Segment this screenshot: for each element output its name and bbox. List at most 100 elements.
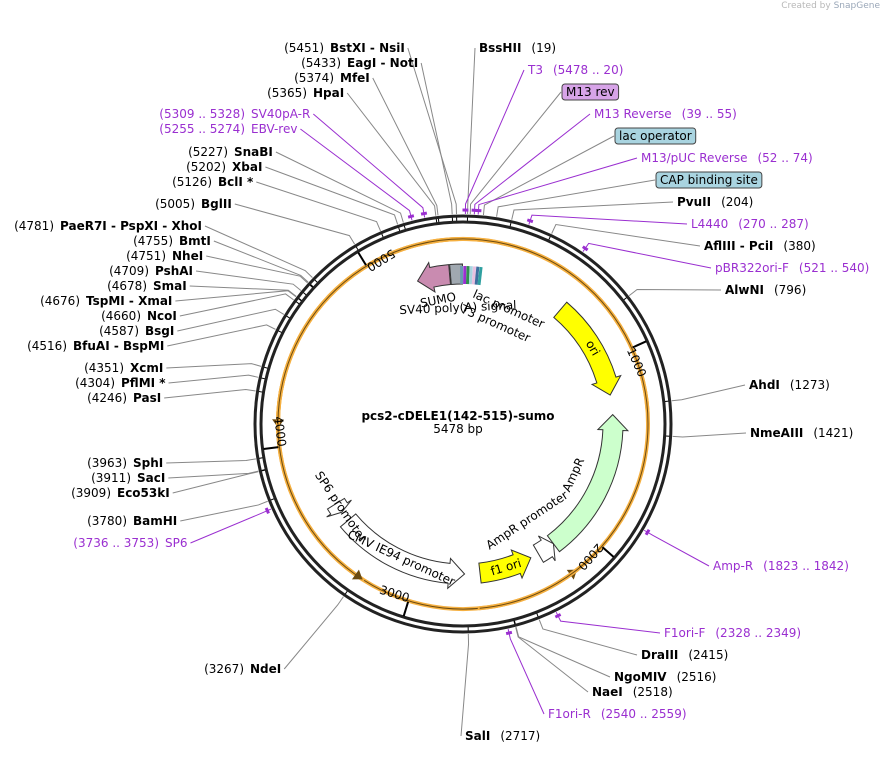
site-name: XbaI xyxy=(232,160,262,174)
site-label[interactable]: L4440(270 .. 287) xyxy=(691,217,809,231)
site-name: TspMI - XmaI xyxy=(86,294,172,308)
site-label[interactable]: Amp-R(1823 .. 1842) xyxy=(713,559,849,573)
site-name: PaeR7I - PspXI - XhoI xyxy=(60,219,202,233)
site-position: (3909) xyxy=(71,486,111,500)
leader-line xyxy=(180,500,268,522)
site-label[interactable]: SalI(2717) xyxy=(465,729,540,743)
site-label[interactable]: CAP binding site xyxy=(655,171,763,189)
site-name: pBR322ori-F xyxy=(715,261,789,275)
site-name: F1ori-R xyxy=(548,707,591,721)
site-name: CAP binding site xyxy=(660,173,758,187)
feature-sp6-promoter xyxy=(326,497,352,518)
site-label[interactable]: (3736 .. 3753)SP6 xyxy=(73,536,187,550)
site-label[interactable]: (4660)NcoI xyxy=(101,309,177,323)
plasmid-length: 5478 bp xyxy=(433,422,483,436)
site-label[interactable]: AhdI(1273) xyxy=(749,378,830,392)
site-position: (5005) xyxy=(155,197,195,211)
site-label[interactable]: (4678)SmaI xyxy=(107,279,187,293)
site-name: AlwNI xyxy=(725,283,764,297)
label-lines xyxy=(164,47,747,737)
site-name: lac operator xyxy=(619,129,692,143)
site-position: (5227) xyxy=(188,145,228,159)
site-name: NmeAIII xyxy=(750,426,803,440)
feature-label-sumo: SUMO xyxy=(419,290,457,311)
site-position: (19) xyxy=(531,41,556,55)
site-label[interactable]: lac operator xyxy=(614,127,697,145)
site-position: (796) xyxy=(774,283,806,297)
site-label[interactable]: (3780)BamHI xyxy=(87,514,177,528)
site-position: (2516) xyxy=(677,670,717,684)
site-label[interactable]: AlwNI (796) xyxy=(725,283,806,297)
site-label[interactable]: (5005)BglII xyxy=(155,197,232,211)
site-label[interactable]: NgoMIV (2516) xyxy=(614,670,716,684)
site-name: BclI * xyxy=(218,175,254,189)
plasmid-name: pcs2-cDELE1(142-515)-sumo xyxy=(361,409,554,423)
site-name: L4440 xyxy=(691,217,728,231)
site-name: Eco53kI xyxy=(117,486,170,500)
site-label[interactable]: (3963)SphI xyxy=(87,456,163,470)
snapgene-brand: SnapGene xyxy=(833,1,880,11)
site-position: (5478 .. 20) xyxy=(553,63,623,77)
leader-line xyxy=(175,290,297,302)
site-label[interactable]: (4304)PflMI * xyxy=(75,376,166,390)
site-position: (52 .. 74) xyxy=(757,151,812,165)
leader-line xyxy=(313,113,426,218)
leader-line xyxy=(166,363,262,369)
site-position: (521 .. 540) xyxy=(799,261,869,275)
site-position: (3911) xyxy=(91,471,131,485)
site-position: (4587) xyxy=(99,324,139,338)
site-name: DraIII xyxy=(641,648,678,662)
site-label[interactable]: (4246)PasI xyxy=(87,391,161,405)
site-label[interactable]: M13 rev xyxy=(561,83,620,101)
site-label[interactable]: PvuII(204) xyxy=(677,195,753,209)
site-label[interactable]: M13 Reverse(39 .. 55) xyxy=(594,107,737,121)
site-label[interactable]: (5255 .. 5274)EBV-rev xyxy=(159,122,297,136)
site-label[interactable]: NaeI (2518) xyxy=(592,685,673,699)
site-label[interactable]: (5309 .. 5328)SV40pA-R xyxy=(159,107,310,121)
site-label[interactable]: (5365)HpaI xyxy=(267,86,344,100)
leader-line xyxy=(672,432,747,438)
site-label[interactable]: (5202)XbaI xyxy=(186,160,262,174)
site-label[interactable]: (4351)XcmI xyxy=(84,361,163,375)
site-name: NgoMIV xyxy=(614,670,667,684)
site-label[interactable]: F1ori-R(2540 .. 2559) xyxy=(548,707,687,721)
site-label[interactable]: (3911)SacI xyxy=(91,471,165,485)
site-label[interactable]: BssHII(19) xyxy=(479,41,556,55)
site-label[interactable]: (5451)BstXI - NsiI xyxy=(284,41,405,55)
site-label[interactable]: (4676)TspMI - XmaI xyxy=(40,294,172,308)
site-label[interactable]: (5227)SnaBI xyxy=(188,145,273,159)
orf-arrowhead xyxy=(351,569,363,580)
primer-mark xyxy=(554,613,562,619)
site-name: SV40pA-R xyxy=(251,107,310,121)
site-name: NaeI xyxy=(592,685,623,699)
site-label[interactable]: DraIII(2415) xyxy=(641,648,728,662)
site-label[interactable]: (4781) PaeR7I - PspXI - XhoI xyxy=(14,219,202,233)
leader-line xyxy=(628,288,722,297)
site-label[interactable]: T3(5478 .. 20) xyxy=(527,63,623,77)
tick-label: 3000 xyxy=(378,583,411,605)
site-label[interactable]: (5126)BclI * xyxy=(172,175,254,189)
site-position: (2518) xyxy=(633,685,673,699)
feature-ori xyxy=(553,301,622,396)
site-label[interactable]: (4755)BmtI xyxy=(133,234,211,248)
site-label[interactable]: (4516)BfuAI - BspMI xyxy=(27,339,164,353)
site-label[interactable]: (4587)BsgI xyxy=(99,324,174,338)
site-label[interactable]: NmeAIII(1421) xyxy=(750,426,853,440)
site-label[interactable]: AflIII - PciI(380) xyxy=(704,239,816,253)
site-position: (4781) xyxy=(14,219,54,233)
site-label[interactable]: (4751)NheI xyxy=(126,249,203,263)
leader-line xyxy=(473,113,591,215)
site-label[interactable]: (5374)MfeI xyxy=(294,71,370,85)
site-label[interactable]: pBR322ori-F (521 .. 540) xyxy=(715,261,869,275)
site-label[interactable]: (3909) Eco53kI xyxy=(71,486,170,500)
site-label[interactable]: (5433)EagI - NotI xyxy=(301,56,418,70)
leader-line xyxy=(551,224,701,247)
leader-line xyxy=(496,179,656,217)
site-label[interactable]: (4709)PshAI xyxy=(109,264,193,278)
leader-line xyxy=(168,374,259,384)
site-label[interactable]: (3267)NdeI xyxy=(204,662,281,676)
leader-line xyxy=(204,225,313,278)
leader-line xyxy=(167,324,276,347)
site-label[interactable]: M13/pUC Reverse(52 .. 74) xyxy=(641,151,813,165)
site-label[interactable]: F1ori-F(2328 .. 2349) xyxy=(664,626,801,640)
